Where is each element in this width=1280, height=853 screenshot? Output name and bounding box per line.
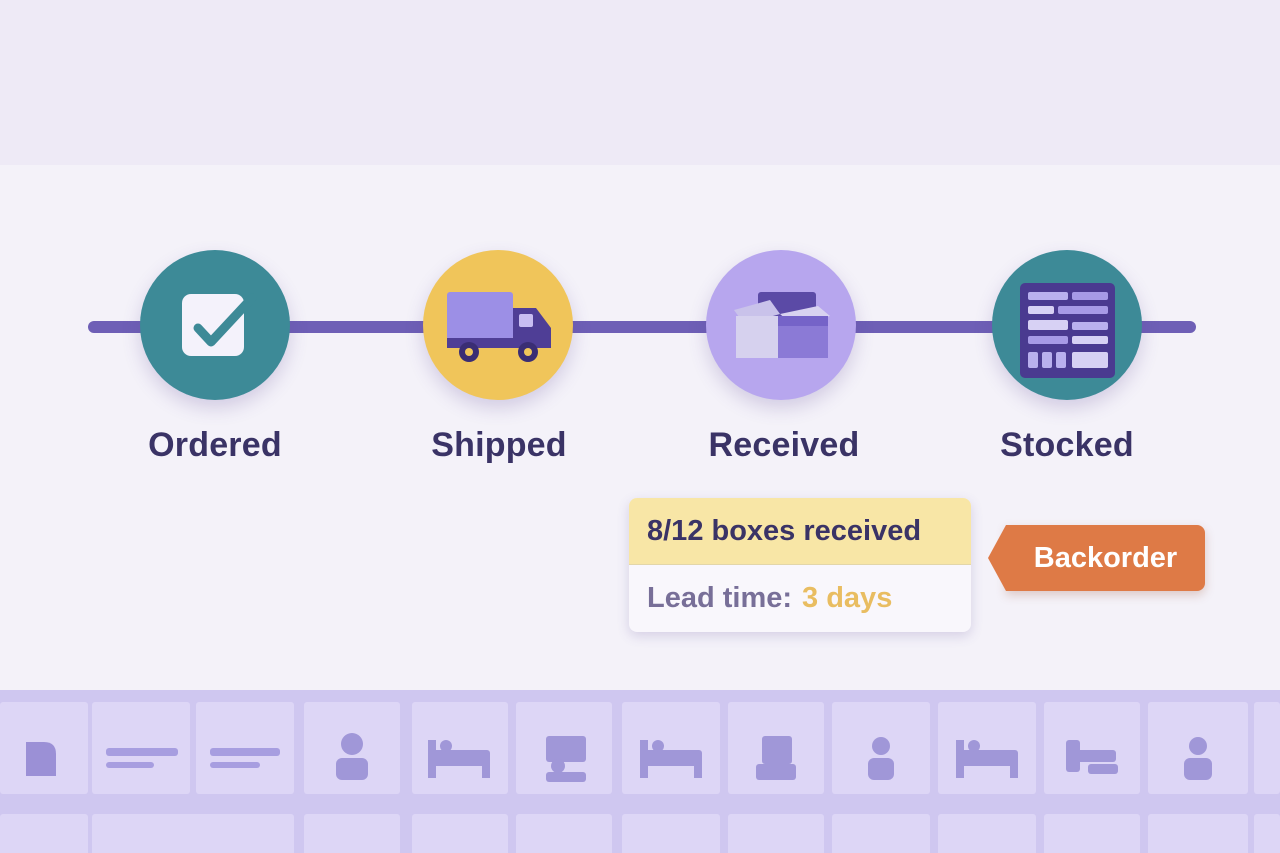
bed-icon [956,740,1018,778]
grid-tile [1044,814,1140,853]
grid-tile [1254,702,1280,794]
grid-tile [622,702,720,794]
document-stack-icon [756,736,796,780]
receiving-status-card: 8/12 boxes received Lead time: 3 days [629,498,971,632]
checkbox-icon [182,293,257,356]
person-icon [1184,737,1212,780]
text-lines-icon [210,748,280,768]
step-label-shipped: Shipped [431,426,567,464]
grid-tile [92,814,294,853]
step-received[interactable] [706,250,856,400]
grid-tile [1148,702,1248,794]
grid-tile [304,814,400,853]
bed-icon [640,740,702,778]
grid-tile [728,814,824,853]
grid-tile [516,702,612,794]
grid-tile [412,814,508,853]
grid-tile [0,814,88,853]
top-band [0,0,1280,165]
lead-time-label: Lead time: [647,582,793,614]
inventory-grid-background [0,690,1280,853]
grid-tile [832,702,930,794]
grid-tile [412,702,508,794]
person-icon [336,733,368,780]
grid-tile [0,702,88,794]
grid-tile [938,702,1036,794]
truck-icon [447,292,551,362]
grid-tile [1148,814,1248,853]
grid-tile [1044,702,1140,794]
step-label-ordered: Ordered [148,426,282,464]
open-box-icon [734,292,830,358]
boxes-received-text: 8/12 boxes received [629,498,971,565]
grid-tile [832,814,930,853]
grid-tile [92,702,190,794]
grid-tile [304,702,400,794]
lead-time-value: 3 days [802,582,893,614]
bookmark-icon [26,742,56,776]
step-label-received: Received [708,426,860,464]
person-desk-icon [546,736,586,782]
grid-tile [196,702,294,794]
lead-time-row: Lead time: 3 days [629,565,971,632]
grid-tile [622,814,720,853]
shelf-grid-icon [1020,283,1115,378]
progress-track [88,321,1196,333]
step-stocked[interactable] [992,250,1142,400]
step-ordered[interactable] [140,250,290,400]
grid-tile [728,702,824,794]
step-shipped[interactable] [423,250,573,400]
sofa-icon [1066,740,1118,774]
grid-tile [516,814,612,853]
person-icon [868,737,894,780]
backorder-badge[interactable]: Backorder [988,525,1205,591]
bed-icon [428,740,490,778]
step-label-stocked: Stocked [1000,426,1134,464]
grid-tile [1254,814,1280,853]
grid-tile [938,814,1036,853]
text-lines-icon [106,748,178,768]
